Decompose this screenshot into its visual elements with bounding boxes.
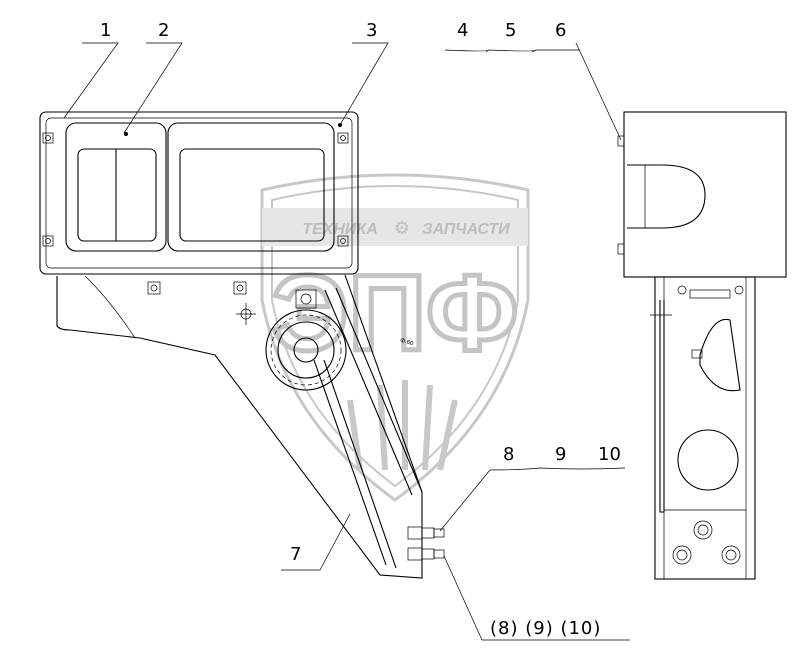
watermark-band (262, 208, 528, 246)
callout-3: 3 (366, 20, 377, 41)
watermark-text-right: ЗАПЧАСТИ (422, 221, 510, 238)
horn-disc (265, 309, 347, 391)
side-bolts (672, 520, 741, 565)
side-view (617, 111, 787, 580)
crosshair-fastener (236, 303, 256, 325)
callout-4: 4 (457, 20, 468, 41)
watermark (260, 173, 530, 502)
horn-label: ф.60 (399, 337, 414, 347)
lamp-housing (39, 111, 359, 275)
callout-bottom: (8) (9) (10) (490, 618, 601, 639)
watermark-shield (260, 173, 530, 502)
watermark-gear-icon: ⚙ (394, 218, 410, 238)
stud-bolts (407, 526, 445, 561)
watermark-shield-inner (271, 185, 519, 488)
bracket-bolts (147, 281, 317, 309)
watermark-logo: ЭПФ (272, 252, 519, 373)
callout-6: 6 (555, 20, 566, 41)
callout-5: 5 (505, 20, 516, 41)
housing-screws (42, 132, 349, 247)
callout-9: 9 (555, 444, 566, 465)
callout-1: 1 (100, 20, 111, 41)
watermark-text-left: ТЕХНИКА (302, 221, 378, 238)
callout-2: 2 (158, 20, 169, 41)
callout-8: 8 (503, 444, 514, 465)
watermark-bolts (347, 380, 458, 471)
leader-lines (63, 42, 630, 641)
callout-7: 7 (290, 544, 301, 565)
callout-10: 10 (598, 444, 621, 465)
bracket (56, 274, 445, 579)
